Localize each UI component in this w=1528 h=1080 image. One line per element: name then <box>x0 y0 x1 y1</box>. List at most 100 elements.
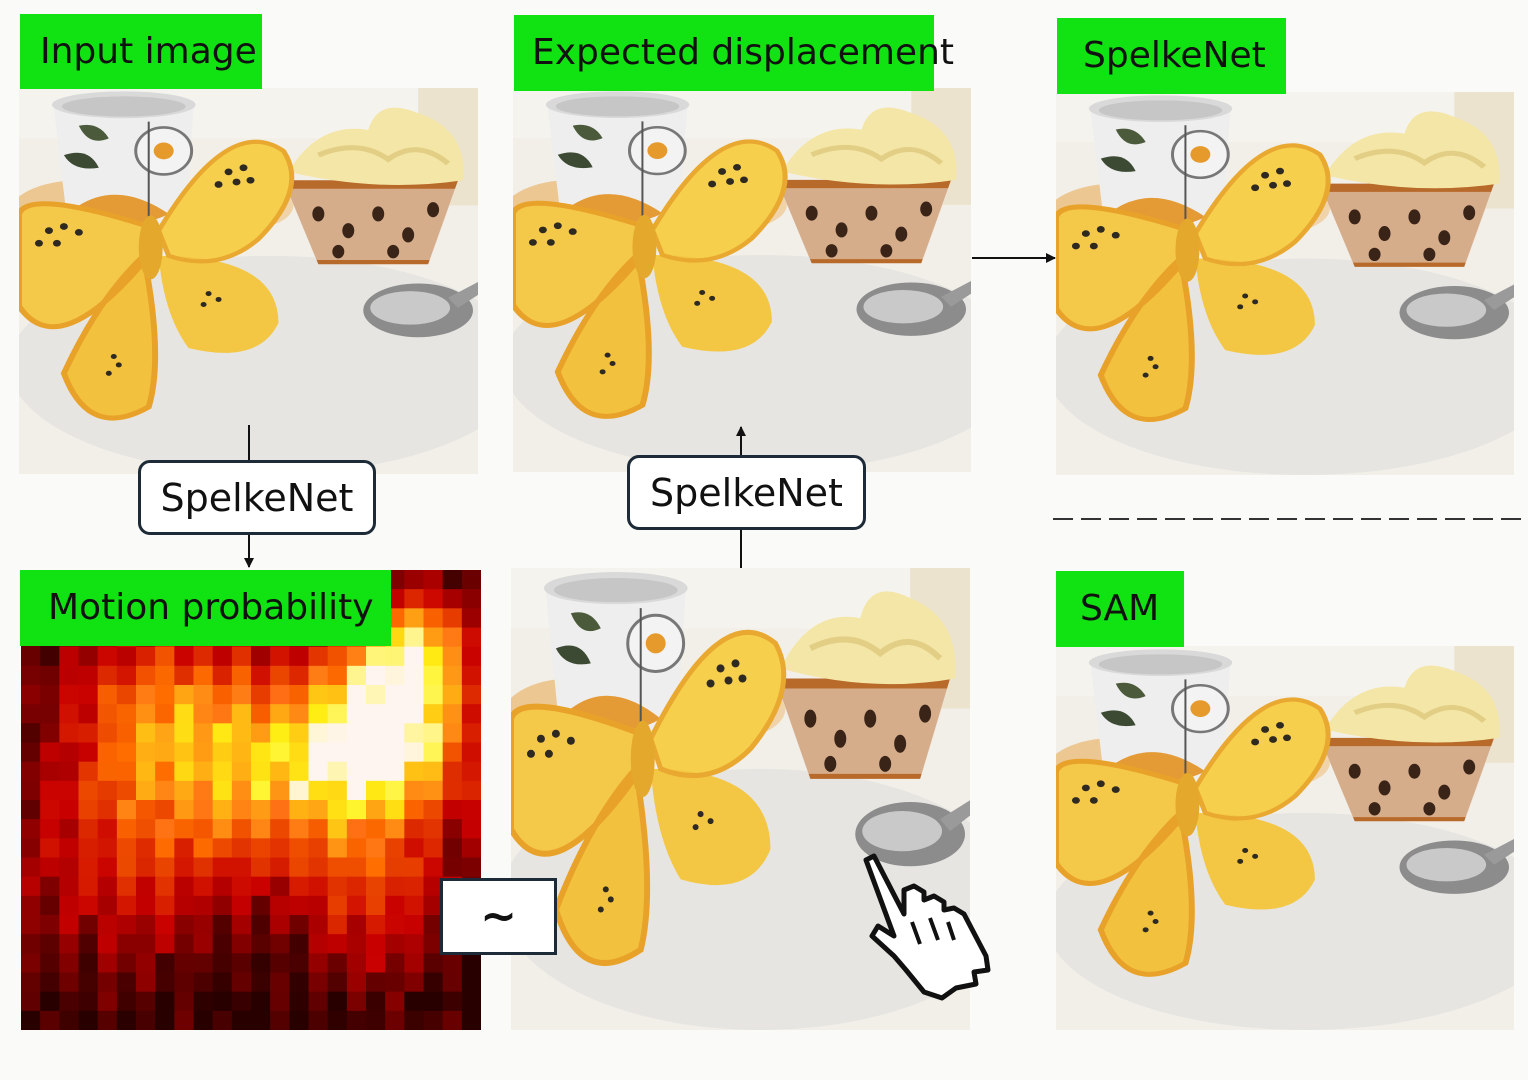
heatmap-cell <box>327 646 348 667</box>
heatmap-cell <box>193 953 214 973</box>
heatmap-cell <box>404 972 424 993</box>
heatmap-cell <box>78 665 99 686</box>
heatmap-cell <box>155 819 175 839</box>
input-scene <box>19 88 478 474</box>
heatmap-cell <box>423 646 444 667</box>
heatmap-cell <box>442 742 463 763</box>
heatmap-cell <box>404 1010 424 1030</box>
sam-result-label: SAM <box>1056 571 1184 647</box>
heatmap-cell <box>97 780 118 801</box>
heatmap-cell <box>59 742 79 763</box>
heatmap-cell <box>193 915 214 935</box>
heatmap-cell <box>461 627 481 648</box>
heatmap-cell <box>136 876 156 897</box>
heatmap-cell <box>97 723 118 743</box>
heatmap-cell <box>97 934 118 954</box>
heatmap-cell <box>308 1010 329 1030</box>
heatmap-cell <box>21 915 41 935</box>
heatmap-cell <box>385 800 405 820</box>
heatmap-cell <box>97 972 118 993</box>
heatmap-cell <box>385 876 405 897</box>
heatmap-cell <box>136 665 156 686</box>
heatmap-cell <box>231 915 252 935</box>
heatmap-cell <box>78 800 99 820</box>
heatmap-cell <box>385 838 405 858</box>
heatmap-cell <box>174 915 194 935</box>
heatmap-cell <box>97 742 118 763</box>
hand-pointer-icon <box>863 853 991 1001</box>
heatmap-cell <box>231 1010 252 1030</box>
heatmap-cell <box>404 857 424 878</box>
heatmap-cell <box>155 665 175 686</box>
heatmap-cell <box>385 723 405 743</box>
heatmap-cell <box>442 646 463 667</box>
heatmap-cell <box>116 895 137 916</box>
heatmap-cell <box>231 723 252 743</box>
heatmap-cell <box>174 1010 194 1030</box>
heatmap-cell <box>136 895 156 916</box>
heatmap-cell <box>231 876 252 897</box>
heatmap-cell <box>78 857 99 878</box>
heatmap-cell <box>251 934 271 954</box>
heatmap-cell <box>270 704 290 724</box>
heatmap-cell <box>385 857 405 878</box>
heatmap-cell <box>59 857 79 878</box>
heatmap-cell <box>461 819 481 839</box>
heatmap-cell <box>442 1010 463 1030</box>
heatmap-cell <box>136 723 156 743</box>
heatmap-cell <box>346 934 367 954</box>
heatmap-cell <box>59 934 79 954</box>
heatmap-cell <box>59 685 79 705</box>
heatmap-cell <box>346 953 367 973</box>
heatmap-cell <box>40 953 60 973</box>
heatmap-cell <box>423 723 444 743</box>
heatmap-cell <box>251 991 271 1012</box>
heatmap-cell <box>155 934 175 954</box>
heatmap-cell <box>174 780 194 801</box>
heatmap-cell <box>21 857 41 878</box>
heatmap-cell <box>97 895 118 916</box>
heatmap-cell <box>78 953 99 973</box>
heatmap-cell <box>385 819 405 839</box>
heatmap-cell <box>442 723 463 743</box>
heatmap-cell <box>308 761 329 782</box>
heatmap-cell <box>366 991 386 1012</box>
heatmap-cell <box>442 838 463 858</box>
heatmap-cell <box>423 876 444 897</box>
heatmap-cell <box>155 704 175 724</box>
heatmap-cell <box>155 800 175 820</box>
heatmap-cell <box>193 800 214 820</box>
heatmap-cell <box>116 915 137 935</box>
heatmap-cell <box>289 953 309 973</box>
heatmap-cell <box>385 761 405 782</box>
heatmap-cell <box>212 838 233 858</box>
heatmap-cell <box>366 915 386 935</box>
spelkenet-result-label: SpelkeNet <box>1057 18 1286 94</box>
heatmap-cell <box>174 838 194 858</box>
heatmap-cell <box>327 1010 348 1030</box>
heatmap-cell <box>193 857 214 878</box>
heatmap-cell <box>78 915 99 935</box>
heatmap-cell <box>231 819 252 839</box>
heatmap-cell <box>97 838 118 858</box>
heatmap-cell <box>212 646 233 667</box>
heatmap-cell <box>174 761 194 782</box>
heatmap-cell <box>270 915 290 935</box>
heatmap-cell <box>136 857 156 878</box>
heatmap-cell <box>423 780 444 801</box>
heatmap-cell <box>385 665 405 686</box>
heatmap-cell <box>461 800 481 820</box>
heatmap-cell <box>385 953 405 973</box>
heatmap-cell <box>231 742 252 763</box>
heatmap-cell <box>270 665 290 686</box>
heatmap-cell <box>231 991 252 1012</box>
heatmap-cell <box>385 895 405 916</box>
heatmap-cell <box>155 915 175 935</box>
heatmap-cell <box>136 761 156 782</box>
heatmap-cell <box>174 646 194 667</box>
heatmap-cell <box>174 934 194 954</box>
heatmap-cell <box>270 991 290 1012</box>
heatmap-cell <box>116 953 137 973</box>
heatmap-cell <box>193 780 214 801</box>
heatmap-cell <box>21 723 41 743</box>
